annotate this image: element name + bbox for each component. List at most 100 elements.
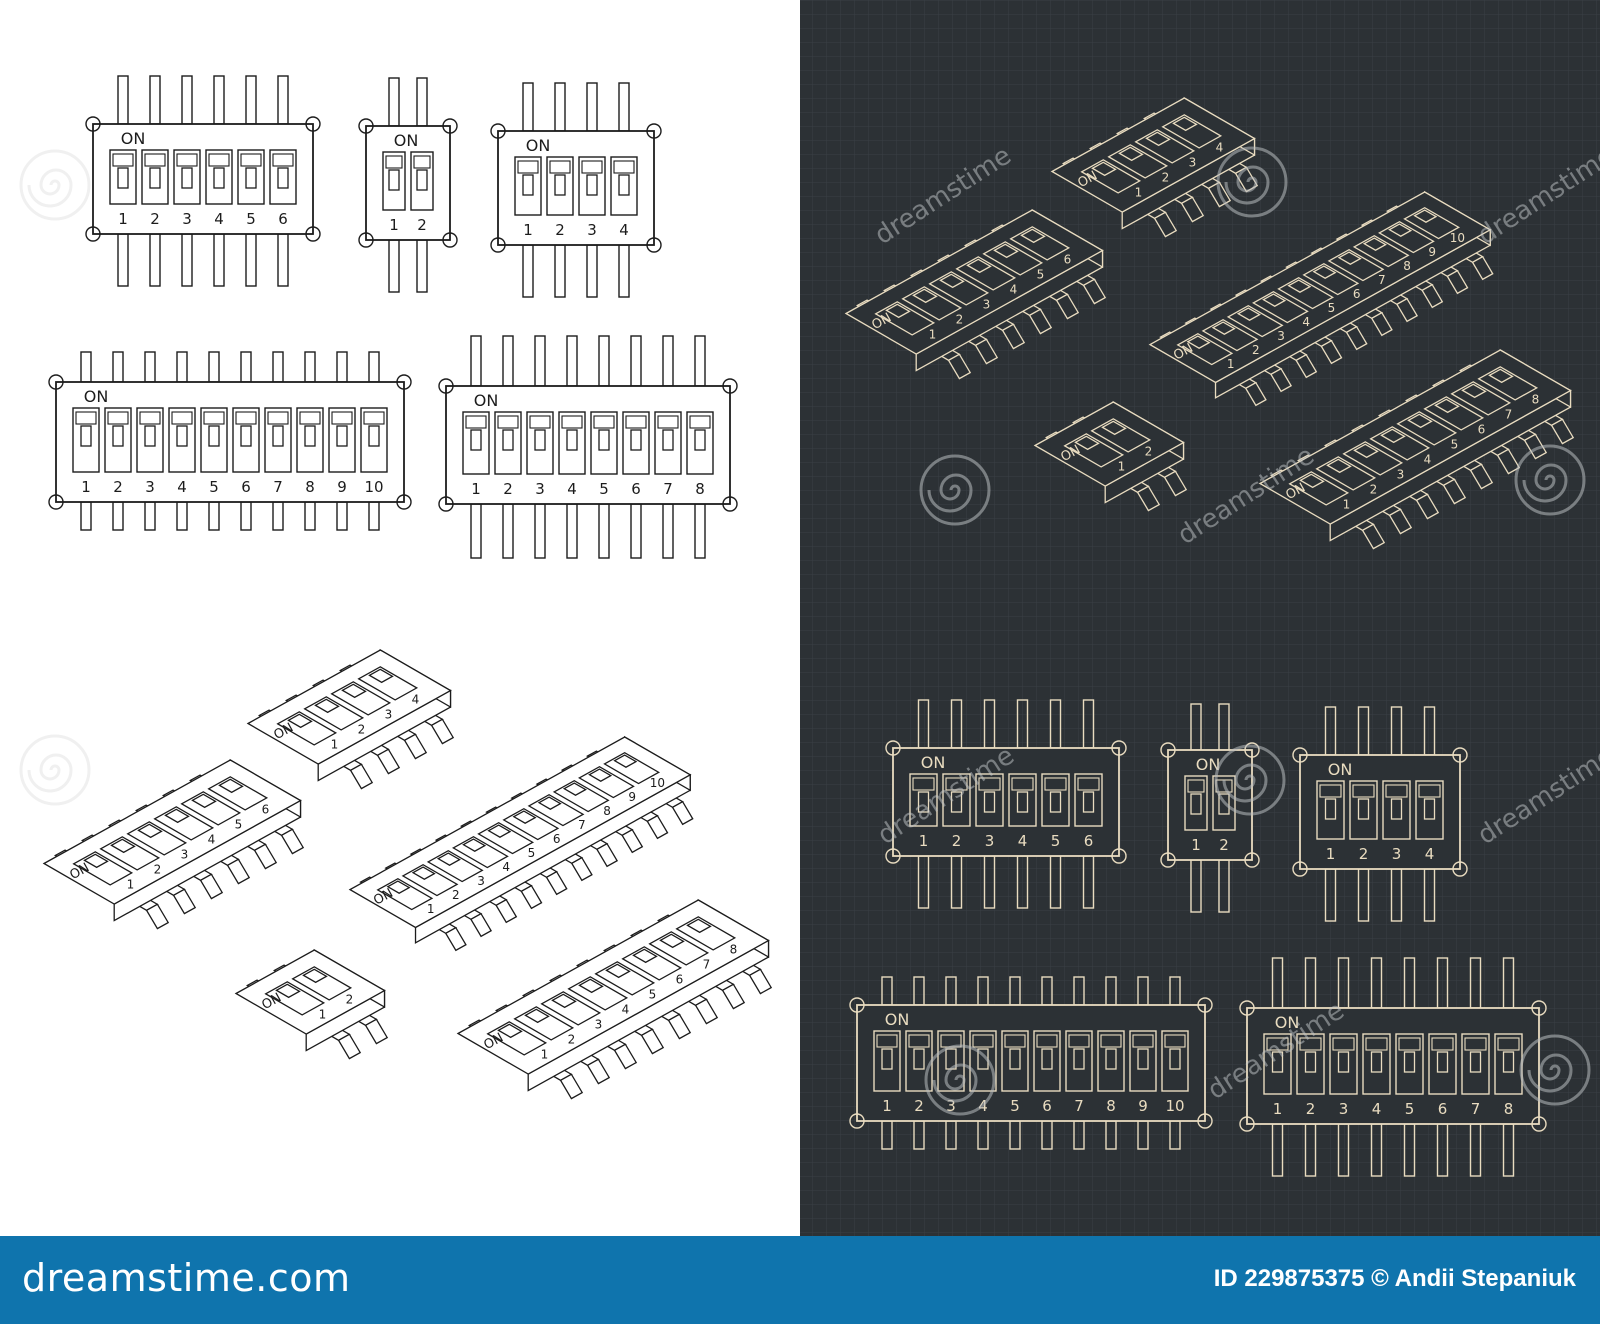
switch-actuator — [336, 425, 348, 447]
position-number: 2 — [358, 722, 366, 736]
position-number: 7 — [1074, 1097, 1084, 1115]
on-label: ON — [1328, 760, 1353, 779]
switch-slot — [1296, 1033, 1325, 1095]
switch-actuator — [341, 683, 367, 699]
switch-actuator — [388, 169, 400, 191]
switch-slot — [686, 411, 714, 475]
switch-actuator — [586, 174, 598, 196]
position-number: 5 — [599, 480, 609, 498]
switch-actuator — [240, 425, 252, 447]
switch-slot — [514, 156, 542, 216]
switch-actuator — [522, 174, 534, 196]
switch-slot — [328, 407, 356, 473]
switch-actuator — [1407, 413, 1433, 429]
position-number: 2 — [154, 862, 162, 876]
switch-slot — [269, 149, 297, 205]
switch-actuator — [1413, 209, 1438, 223]
body-top-face — [1033, 401, 1185, 487]
switch-slot — [264, 407, 292, 473]
switch-actuator — [208, 425, 220, 447]
switch-actuator — [1190, 793, 1202, 815]
switch-actuator — [630, 429, 642, 451]
switch-slot — [141, 149, 169, 205]
switch-actuator — [1380, 428, 1406, 444]
position-number: 5 — [649, 987, 657, 1001]
switch-slot — [1041, 773, 1070, 827]
switch-actuator — [1423, 798, 1436, 820]
position-number: 1 — [1343, 497, 1351, 511]
position-number: 4 — [1010, 282, 1018, 296]
switch-body — [1167, 749, 1253, 861]
switch-slot — [1212, 775, 1236, 831]
brand-logo[interactable]: dreamstime.com — [22, 1256, 351, 1300]
switch-slot — [1316, 780, 1345, 840]
switch-actuator — [112, 425, 124, 447]
position-number: 2 — [568, 1032, 576, 1046]
switch-slot — [1415, 780, 1444, 840]
switch-slot — [1065, 1030, 1093, 1092]
switch-actuator — [1436, 1051, 1449, 1073]
position-number: 10 — [650, 776, 665, 790]
switch-body — [497, 130, 655, 246]
position-number: 3 — [385, 707, 393, 721]
switch-actuator — [1324, 798, 1337, 820]
switch-actuator — [1118, 146, 1144, 162]
switch-slot — [1001, 1030, 1029, 1092]
position-number: 2 — [952, 832, 962, 850]
image-id: ID 229875375 — [1213, 1265, 1365, 1292]
switch-actuator — [272, 425, 284, 447]
switch-slot — [622, 411, 650, 475]
switch-slot — [1129, 1030, 1157, 1092]
position-number: 6 — [676, 972, 684, 986]
switch-actuator — [662, 429, 674, 451]
switch-slot — [1349, 780, 1378, 840]
switch-slot — [546, 156, 574, 216]
on-label: ON — [121, 129, 146, 148]
author-name: Andii Stepaniuk — [1394, 1265, 1576, 1292]
body-top-face — [234, 949, 386, 1035]
switch-actuator — [277, 167, 289, 189]
switch-slot — [136, 407, 164, 473]
position-number: 4 — [502, 860, 510, 874]
switch-actuator — [562, 782, 587, 796]
position-number: 4 — [1372, 1100, 1382, 1118]
switch-slot — [168, 407, 196, 473]
switch-actuator — [534, 429, 546, 451]
watermark-logo-icon — [19, 734, 91, 806]
switch-actuator — [1041, 1048, 1053, 1070]
copyright-symbol: © — [1371, 1265, 1389, 1292]
switch-actuator — [1101, 420, 1127, 436]
switch-slot — [1263, 1033, 1292, 1095]
position-number: 2 — [1370, 482, 1378, 496]
switch-actuator — [368, 425, 380, 447]
watermark-logo-icon — [919, 454, 991, 526]
switch-slot — [410, 151, 434, 211]
switch-actuator — [213, 167, 225, 189]
position-number: 1 — [471, 480, 481, 498]
image-credit: ID 229875375 © Andii Stepaniuk — [1214, 1265, 1576, 1293]
switch-actuator — [966, 258, 992, 274]
switch-slot — [1362, 1033, 1391, 1095]
on-label: ON — [885, 1010, 910, 1029]
position-number: 1 — [882, 1097, 892, 1115]
switch-actuator — [1091, 161, 1117, 177]
position-number: 10 — [1450, 231, 1465, 245]
watermark-logo-icon — [1216, 146, 1288, 218]
switch-slot — [462, 411, 490, 475]
position-number: 4 — [208, 832, 216, 846]
position-number: 7 — [703, 957, 711, 971]
switch-actuator — [1357, 798, 1370, 820]
switch-actuator — [983, 791, 996, 813]
switch-actuator — [487, 824, 512, 838]
switch-actuator — [524, 1008, 550, 1024]
position-number: 2 — [1359, 845, 1369, 863]
switch-actuator — [368, 668, 394, 684]
